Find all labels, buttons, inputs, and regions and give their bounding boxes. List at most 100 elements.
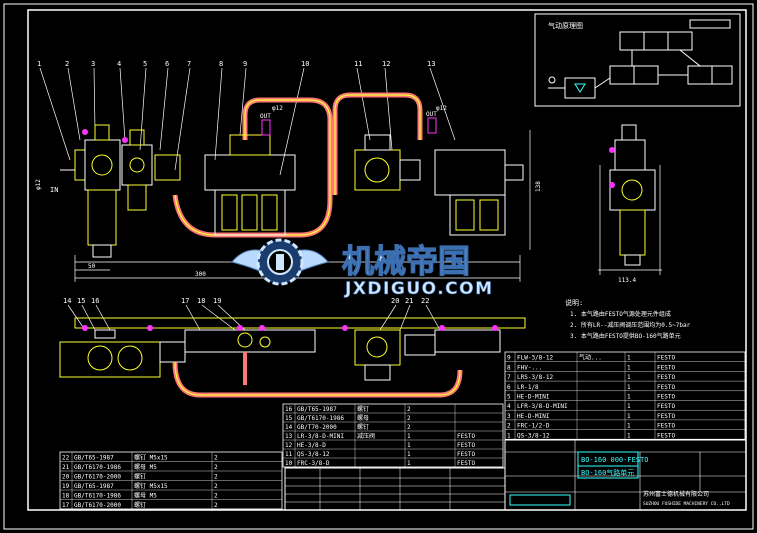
bom-cell: 螺母 M5 (134, 463, 157, 471)
bom-cell: 螺钉 (134, 473, 146, 481)
out-label-1: OUT (260, 113, 271, 120)
bom-cell: GB/T6170-1986 (297, 415, 344, 422)
bom-cell: GB/T65-1987 (74, 483, 114, 490)
bom-cell: FLW-3/8-12 (517, 355, 554, 362)
dim-138: 138 (535, 181, 542, 192)
bom-cell: 1 (627, 423, 631, 430)
bom-cell: 气动... (579, 354, 602, 362)
bom-cell: 1 (507, 432, 511, 439)
bom-cell: 18 (62, 493, 70, 500)
callout-number: 20 (391, 297, 399, 305)
bom-cell: 10 (285, 460, 293, 467)
bom-cell: 2 (214, 493, 218, 500)
callout-number: 15 (77, 297, 85, 305)
company-name: 苏州富士德机械有限公司 (643, 490, 709, 498)
dim-50: 50 (88, 263, 96, 270)
notes-line-3: 3. 本气路由FESTO提供BO-160气路单元 (570, 332, 681, 340)
bom-cell: GB/T6170-2000 (74, 474, 121, 481)
bom-cell: 1 (627, 432, 631, 439)
dim-300: 300 (195, 271, 206, 278)
bom-cell: 8 (507, 364, 511, 371)
bom-cell: 20 (62, 474, 70, 481)
bom-cell: 1 (627, 374, 631, 381)
bom-cell: 5 (507, 394, 511, 401)
notes-title: 说明: (565, 298, 583, 307)
bom-cell: 1 (407, 460, 411, 467)
callout-number: 11 (354, 60, 362, 68)
watermark-cn: 机械帝国 (342, 242, 470, 280)
callout-number: 4 (117, 60, 121, 68)
callout-number: 3 (91, 60, 95, 68)
bom-cell: LR-1/8 (517, 384, 539, 391)
bom-cell: HE-D-MINI (517, 413, 550, 420)
callout-number: 14 (63, 297, 71, 305)
bom-cell: 6 (507, 384, 511, 391)
bom-cell: 11 (285, 451, 293, 458)
bom-cell: 2 (214, 455, 218, 462)
bom-cell: 2 (214, 483, 218, 490)
bom-cell: 12 (285, 442, 293, 449)
watermark: 机械帝国 JXDIGUO.COM (231, 238, 494, 299)
gear-wings-icon (231, 238, 329, 286)
bom-cell: FESTO (657, 355, 675, 362)
phi12-label-c: φ12 (35, 179, 42, 190)
callout-number: 21 (405, 297, 413, 305)
bom-cell: GB/T70-2000 (297, 424, 337, 431)
bom-cell: 1 (627, 355, 631, 362)
out-label-2: OUT (426, 111, 437, 118)
bom-cell: GB/T6170-1986 (74, 464, 121, 471)
callout-number: 5 (143, 60, 147, 68)
callout-number: 6 (165, 60, 169, 68)
callout-number: 2 (65, 60, 69, 68)
bom-cell: 2 (214, 502, 218, 509)
side-view: 113.4 (598, 124, 662, 284)
title-block: BO-160 000-FESTO BO-160气路单元 苏州富士德机械有限公司 … (504, 439, 747, 511)
bom-cell: FRC-3/8-D (297, 460, 330, 467)
phi12-label-a: φ12 (272, 105, 283, 112)
callout-number: 9 (243, 60, 247, 68)
bom-cell: 2 (214, 474, 218, 481)
bom-cell: LR-3/8-D-MINI (297, 433, 344, 440)
bom-cell: FESTO (657, 423, 675, 430)
title-code: BO-160 000-FESTO (581, 456, 648, 464)
bom-cell: 14 (285, 424, 293, 431)
bom-cell: FESTO (657, 394, 675, 401)
callout-number: 18 (197, 297, 205, 305)
notes-line-1: 1. 本气路由FESTO气源处理元件组成 (570, 310, 671, 318)
bom-cell: 2 (407, 415, 411, 422)
bom-cell: 1 (627, 413, 631, 420)
bom-cell: 9 (507, 355, 511, 362)
bom-cell: 2 (214, 464, 218, 471)
notes: 说明: 1. 本气路由FESTO气源处理元件组成 2. 所有LR--减压阀调压范… (565, 298, 691, 340)
schematic-title: 气动原理图 (548, 21, 583, 30)
title-name: BO-160气路单元 (581, 468, 634, 477)
bom-cell: 19 (62, 483, 70, 490)
bom-cell: 1 (627, 403, 631, 410)
dim-113-4: 113.4 (618, 277, 636, 284)
bom-cell: FESTO (457, 451, 475, 458)
bom-cell: 1 (407, 433, 411, 440)
bom-cell: GB/T65-1987 (297, 406, 337, 413)
callout-number: 10 (301, 60, 309, 68)
callout-number: 17 (181, 297, 189, 305)
bom-cell: FESTO (657, 364, 675, 371)
pneumatic-schematic: 气动原理图 (534, 13, 741, 107)
callout-number: 7 (187, 60, 191, 68)
bom-cell: LRS-3/8-12 (517, 374, 554, 381)
bom-cell: FESTO (457, 460, 475, 467)
company-name-en: SUZHOU FUSHIDE MACHINERY CO.,LTD (643, 501, 730, 507)
bom-cell: 1 (407, 442, 411, 449)
bom-cell: 21 (62, 464, 70, 471)
bom-cell: HE-3/8-D (297, 442, 326, 449)
bom-cell: 16 (285, 406, 293, 413)
phi12-label-b: φ12 (436, 105, 447, 112)
in-label: IN (50, 186, 58, 194)
bom-cell: 1 (407, 451, 411, 458)
callout-number: 19 (213, 297, 221, 305)
watermark-en: JXDIGUO.COM (344, 279, 494, 299)
bom-cell: 螺钉 (357, 423, 369, 431)
bom-cell: 1 (627, 394, 631, 401)
bom-cell: 3 (507, 413, 511, 420)
